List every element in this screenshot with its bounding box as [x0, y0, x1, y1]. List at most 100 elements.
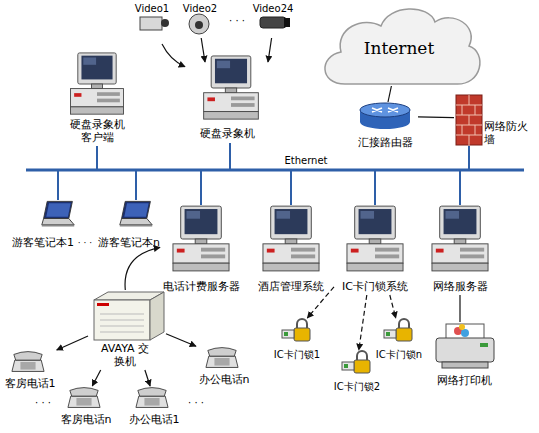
switch-side: [150, 292, 164, 340]
router-node: 汇接路由器: [352, 102, 418, 150]
node-label: 电话计费服务器: [160, 280, 242, 293]
network-link: [200, 170, 202, 205]
phone-icon: [136, 388, 168, 408]
node-label: IC卡门锁n: [368, 348, 430, 361]
network-link: [290, 170, 292, 205]
node-label: Video24: [250, 2, 296, 15]
phone-node: 客房电话1: [2, 350, 58, 392]
switch-front: [94, 300, 150, 340]
client-pc-icon: [70, 53, 123, 114]
node-label: 硬盘录象机: [185, 127, 270, 140]
server-icon: [263, 206, 319, 271]
node-label: 网络防火墙: [484, 120, 538, 146]
network-link: [57, 170, 59, 200]
switch-slots: [100, 314, 144, 332]
network-link: [459, 170, 461, 205]
node-label: 客房电话n: [58, 413, 114, 426]
server-icon: [347, 206, 403, 271]
signal-arrow: [166, 334, 196, 347]
camera-node: Video1: [130, 2, 174, 44]
ethernet-line: [26, 169, 524, 172]
firewall-bricks: [456, 95, 482, 145]
signal-arrow: [459, 295, 460, 322]
node-label: 硬盘录象机 客户端: [64, 118, 130, 144]
node-label: Video1: [130, 2, 174, 15]
camera-node: Video24: [250, 2, 296, 38]
phone-icon: [12, 352, 44, 372]
lock-node: IC卡门锁1: [266, 318, 328, 364]
phone-icon: [206, 348, 238, 368]
printer-node: 网络打印机: [430, 322, 498, 388]
router-top: [360, 103, 410, 117]
wireless-link: [307, 287, 334, 318]
laptop-node: 游客笔记本n: [90, 200, 168, 250]
firewall-node: 网络防火墙: [454, 94, 538, 146]
switch-node: AVAYA 交换机: [88, 290, 166, 370]
camera-lens: [284, 18, 290, 27]
lock-icon: [384, 319, 412, 341]
ellipsis-label: · · ·: [30, 396, 56, 409]
server-node: 网络服务器: [419, 205, 501, 295]
ethernet-bus: Ethernet: [26, 154, 524, 174]
computer-node: 硬盘录象机: [185, 55, 270, 143]
printer-body: [436, 338, 494, 362]
server-icon: [173, 206, 229, 271]
phone-node: 办公电话n: [196, 346, 252, 388]
phone-icon: [68, 388, 100, 408]
printer-tray: [442, 362, 488, 368]
dvr-icon: [204, 56, 259, 119]
node-label: 游客笔记本1: [4, 236, 82, 249]
network-link: [468, 146, 470, 170]
cloud-node: Internet: [315, 2, 483, 86]
camera-lens: [161, 19, 169, 27]
signal-arrow: [418, 116, 454, 118]
laptop-icon: [120, 201, 152, 226]
signal-arrow: [268, 38, 272, 62]
bullet-camera: [260, 17, 286, 28]
server-node: 电话计费服务器: [160, 205, 242, 295]
laptop-node: 游客笔记本1: [4, 200, 82, 250]
firewall-wall: [456, 95, 482, 145]
ellipsis-label: · · ·: [184, 396, 208, 409]
node-label: 网络服务器: [419, 280, 501, 293]
ellipsis-label: · · ·: [75, 237, 95, 249]
node-label: Internet: [315, 38, 483, 58]
network-link: [374, 170, 376, 205]
wireless-link: [359, 295, 367, 350]
node-label: 办公电话n: [196, 373, 252, 386]
laptop-icon: [42, 201, 74, 226]
network-link: [135, 170, 137, 200]
router-arrows: [372, 108, 398, 112]
signal-arrow: [388, 86, 391, 102]
phone-node: 办公电话1: [126, 386, 182, 428]
server-node: 酒店管理系统: [250, 205, 332, 295]
server-icon: [432, 206, 488, 271]
camera-node: Video2: [178, 2, 222, 38]
dome-camera: [189, 14, 209, 34]
node-label: AVAYA 交换机: [100, 342, 150, 368]
node-label: IC卡门锁系统: [334, 280, 416, 293]
node-label: 汇接路由器: [352, 136, 418, 149]
print-color: [461, 329, 469, 337]
node-label: 客房电话1: [2, 377, 58, 390]
signal-arrow: [125, 247, 160, 290]
computer-node: 硬盘录象机 客户端: [60, 52, 134, 146]
wireless-link: [390, 295, 396, 318]
node-label: 游客笔记本n: [90, 236, 168, 249]
node-label: IC卡门锁2: [326, 380, 388, 393]
node-label: Video2: [178, 2, 222, 15]
camera-lens: [195, 21, 203, 29]
signal-arrow: [201, 38, 205, 62]
signal-arrow: [57, 336, 88, 350]
printer-led: [480, 343, 488, 347]
phone-node: 客房电话n: [58, 386, 114, 428]
server-node: IC卡门锁系统: [334, 205, 416, 295]
node-label: Ethernet: [276, 154, 336, 167]
switch-logo: [97, 303, 109, 306]
node-label: IC卡门锁1: [266, 348, 328, 361]
lock-icon: [342, 351, 370, 373]
lock-icon: [282, 319, 310, 341]
lock-node: IC卡门锁n: [368, 318, 430, 364]
print-color: [459, 324, 465, 330]
